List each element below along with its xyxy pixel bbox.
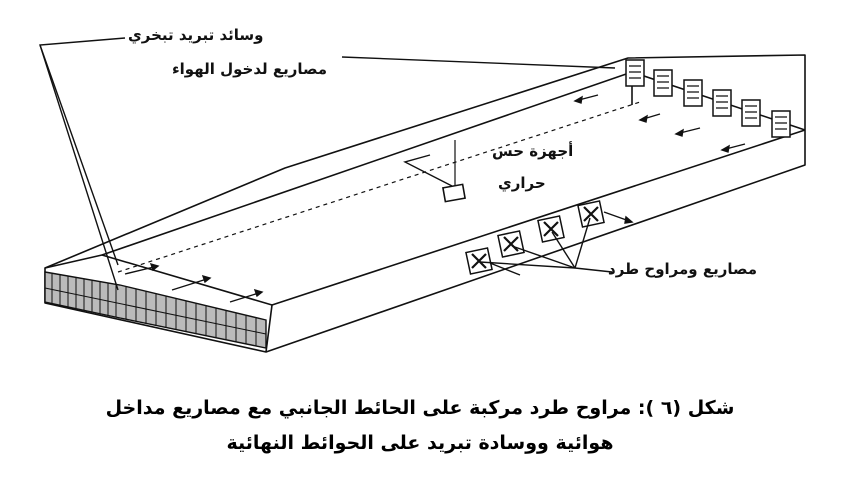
inlet-shutters: [625, 59, 791, 138]
caption-line-2: هوائية ووسادة تبريد على الحوائط النهائية: [226, 432, 614, 454]
front-corner: [265, 304, 273, 353]
label-inlet-openings: مصاريع لدخول الهواء: [172, 60, 328, 78]
exhaust-fans: [465, 200, 605, 275]
sensor-box: [442, 183, 466, 203]
eave-line: [271, 129, 806, 306]
cooling-pad: [44, 271, 267, 349]
label-exhaust-fans: مصاريع ومراوح طرد: [608, 260, 758, 278]
label-thermal-sensors-1: أجهزة حس: [492, 142, 574, 160]
label-thermal-sensors-2: حراري: [498, 174, 546, 192]
airflow-arrows: [124, 94, 746, 303]
caption-line-1: شكل (٦ ): مراوح طرد مركبة على الحائط الج…: [105, 397, 735, 419]
roof-outline: [44, 54, 806, 353]
label-cooling-pads: وسائد تبريد تبخري: [128, 26, 264, 44]
duct-line: [117, 101, 641, 273]
leader-lines: [39, 37, 616, 291]
